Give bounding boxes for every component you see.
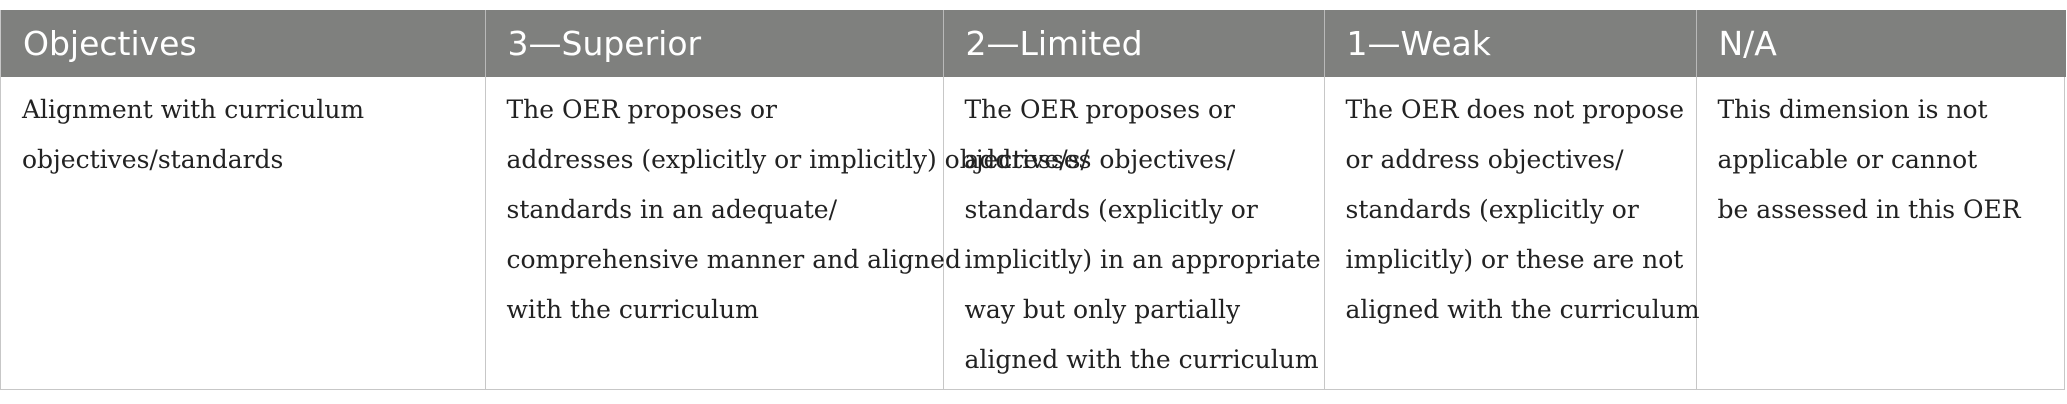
cell-line: The OER proposes or — [506, 95, 778, 124]
cell-line: aligned with the curriculum — [964, 345, 1319, 374]
cell-line: standards (explicitly or — [964, 195, 1258, 224]
cell-line: aligned with the curriculum — [1345, 295, 1700, 324]
cell-line: standards in an adequate/ — [506, 195, 838, 224]
cell-superior: The OER proposes or addresses (explicitl… — [485, 77, 1089, 389]
cell-line: The OER does not propose — [1345, 95, 1685, 124]
cell-limited: The OER proposes or addresses objectives… — [943, 77, 1325, 389]
cell-line: addresses objectives/ — [964, 145, 1236, 174]
cell-weak: The OER does not propose or address obje… — [1324, 77, 1700, 389]
table-row: Alignment with curriculum objectives/sta… — [1, 77, 2066, 389]
header-objectives: Objectives — [1, 10, 486, 77]
table-header-row: Objectives 3—Superior 2—Limited 1—Weak N… — [1, 10, 2066, 77]
cell-line: with the curriculum — [506, 295, 759, 324]
cell-line: implicitly) or these are not — [1345, 245, 1684, 274]
cell-line: The OER proposes or — [964, 95, 1236, 124]
header-weak: 1—Weak — [1324, 10, 1697, 77]
header-na: N/A — [1696, 10, 2066, 77]
cell-line: standards (explicitly or — [1345, 195, 1639, 224]
cell-line: way but only partially — [964, 295, 1241, 324]
cell-objective: Alignment with curriculum objectives/sta… — [1, 77, 486, 389]
rubric-table-container: Objectives 3—Superior 2—Limited 1—Weak N… — [0, 10, 2066, 390]
cell-line: be assessed in this OER — [1717, 195, 2021, 224]
cell-line: This dimension is not — [1717, 95, 1988, 124]
cell-line: objectives/standards — [22, 145, 284, 174]
cell-line: addresses (explicitly or implicitly) obj… — [506, 145, 1089, 174]
cell-line: comprehensive manner and aligned — [506, 245, 961, 274]
header-superior: 3—Superior — [485, 10, 944, 77]
cell-line: implicitly) in an appropriate — [964, 245, 1321, 274]
cell-line: or address objectives/ — [1345, 145, 1624, 174]
rubric-table: Objectives 3—Superior 2—Limited 1—Weak N… — [1, 10, 2066, 389]
header-limited: 2—Limited — [943, 10, 1325, 77]
cell-line: applicable or cannot — [1717, 145, 1978, 174]
cell-na: This dimension is not applicable or cann… — [1696, 77, 2066, 389]
cell-line: Alignment with curriculum — [22, 95, 365, 124]
